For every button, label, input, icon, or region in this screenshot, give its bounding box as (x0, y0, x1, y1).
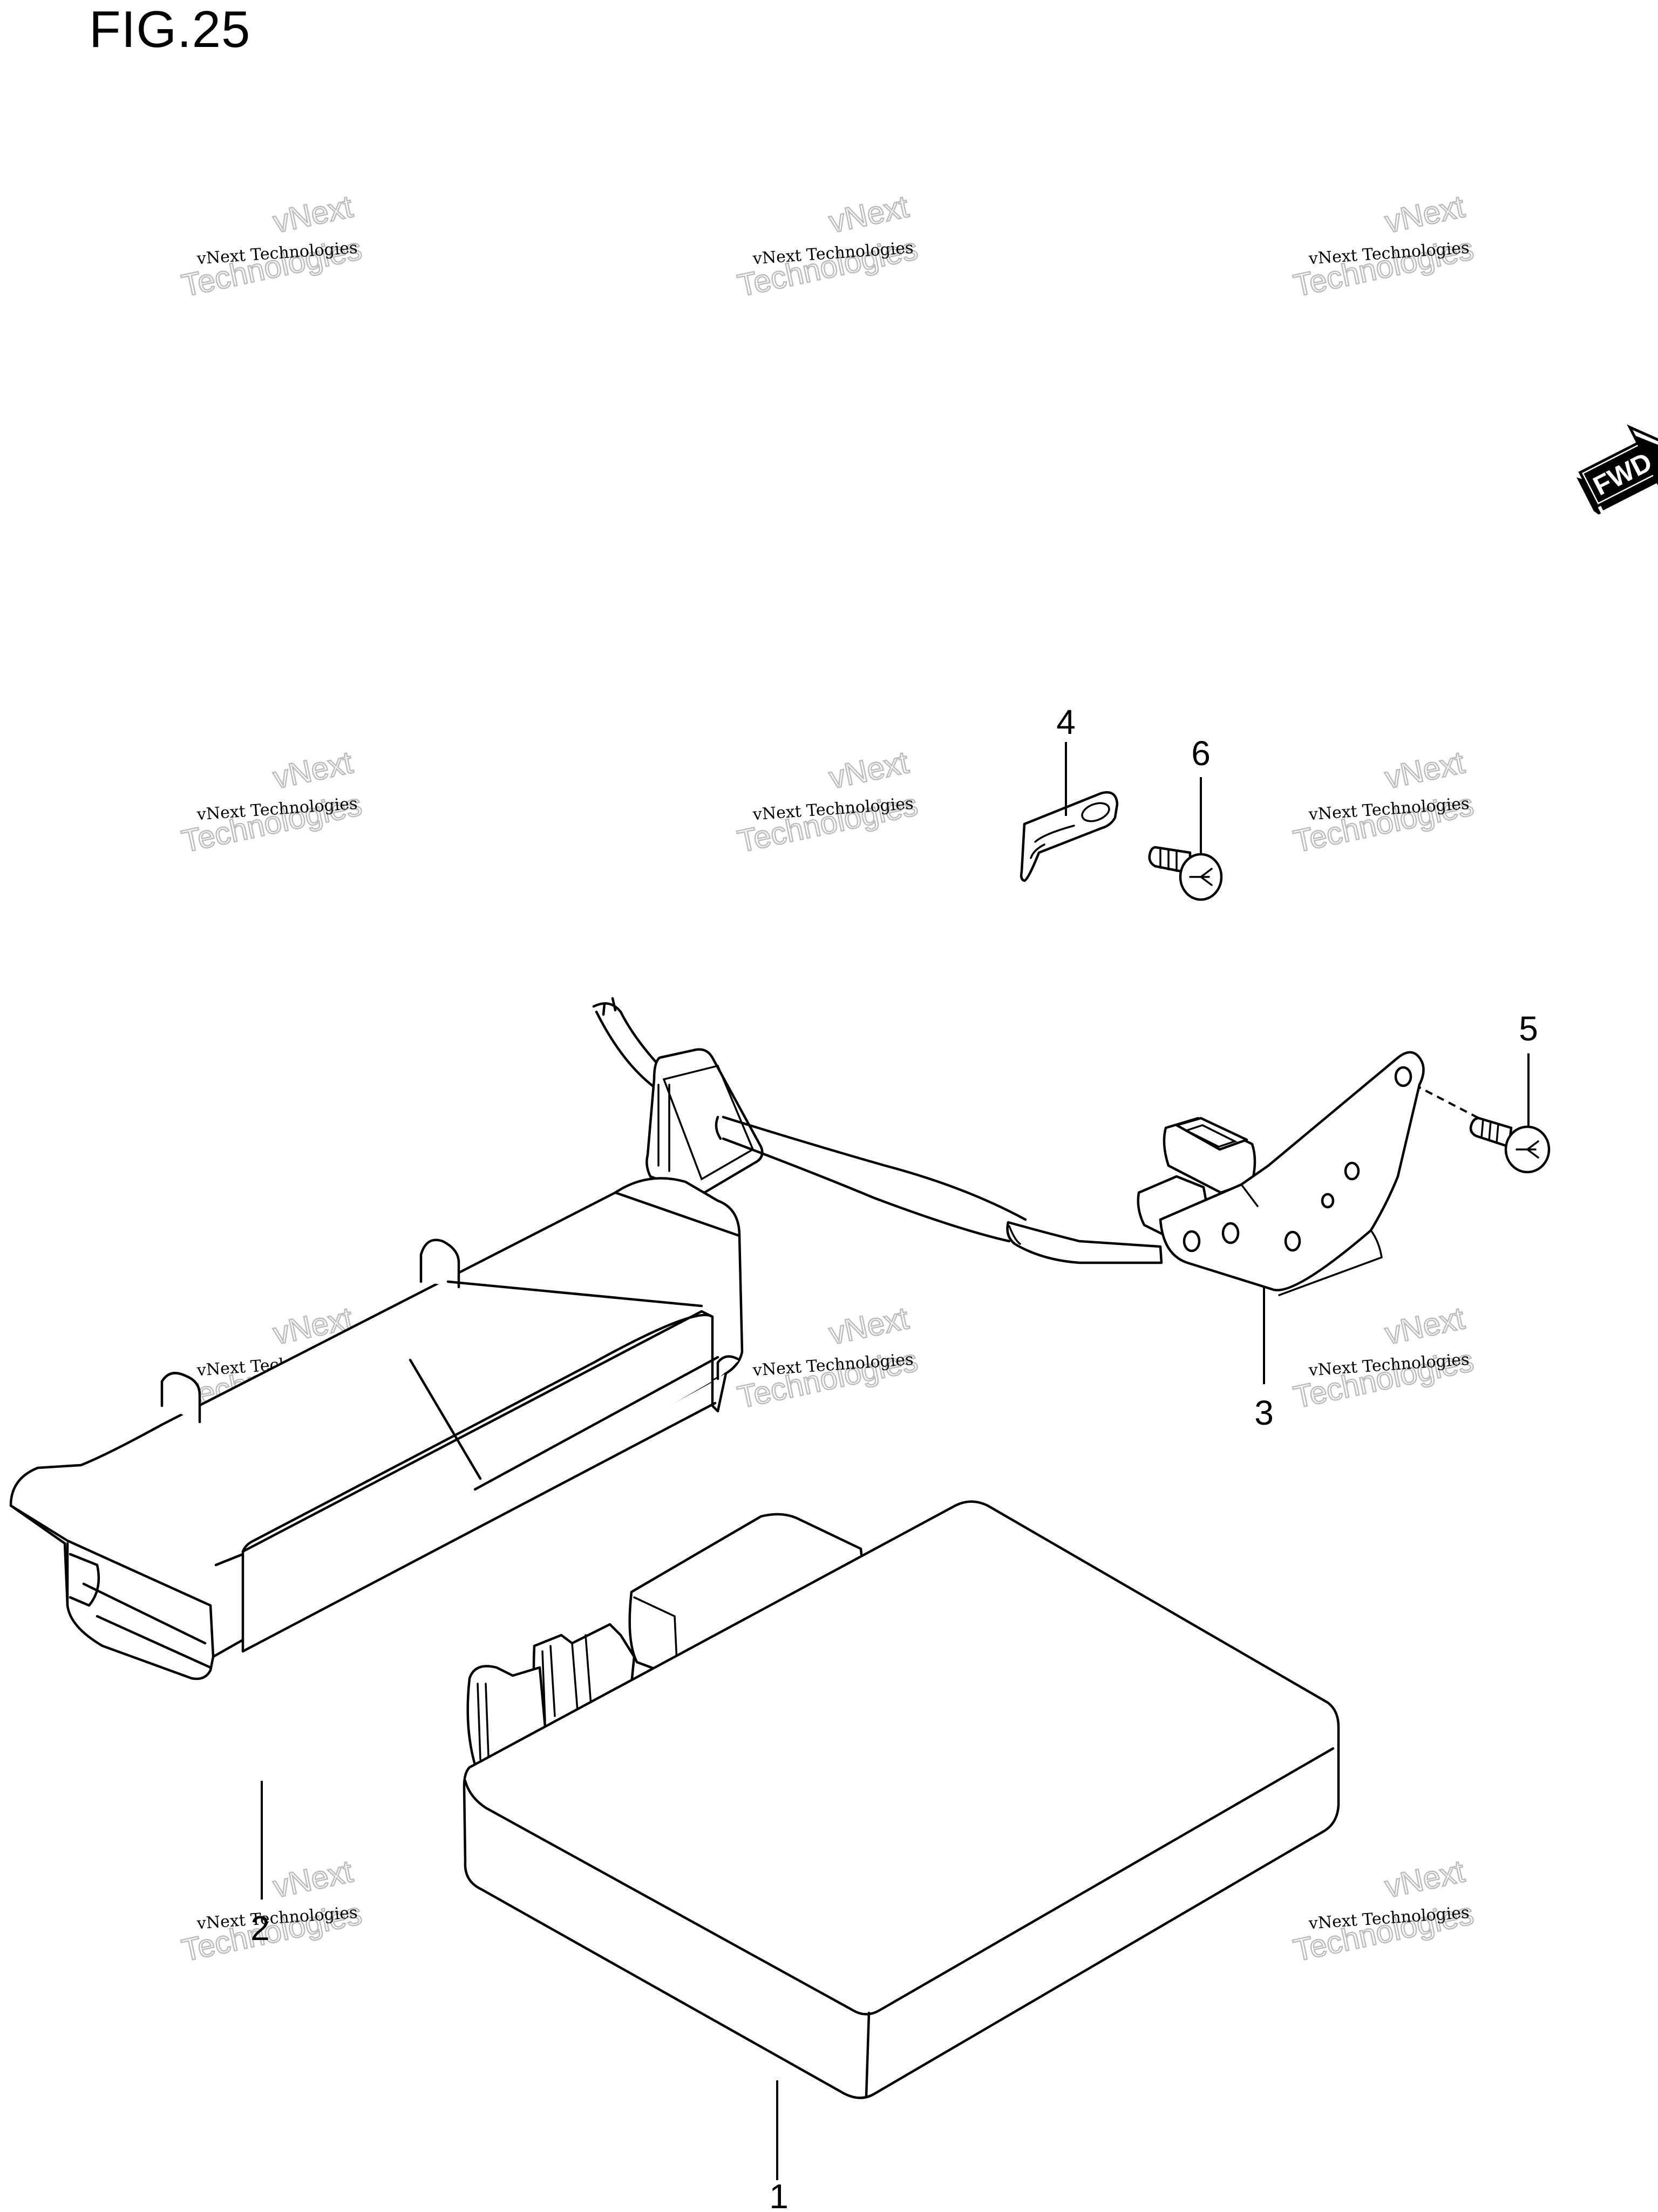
watermark-word-top: vNext (270, 189, 356, 240)
part-4-clamp-plate (1020, 791, 1119, 882)
callout-2: 2 (250, 1909, 270, 1948)
figure-title: FIG.25 (89, 1, 251, 58)
watermark-word-top: vNext (1382, 1301, 1467, 1351)
watermark-word-top: vNext (1382, 189, 1467, 240)
part-6-screw (1148, 846, 1223, 901)
callout-6: 6 (1191, 734, 1211, 773)
callout-4: 4 (1056, 703, 1076, 741)
watermark-word-top: vNext (1382, 745, 1467, 795)
fwd-arrow-icon: FWD (1577, 424, 1658, 515)
callout-5: 5 (1519, 1009, 1538, 1048)
leader-lines (261, 742, 1530, 2180)
watermark-word-top: vNext (270, 745, 356, 795)
part-1-ecu (463, 1500, 1340, 2099)
watermark-word-top: vNext (826, 745, 912, 795)
watermark-word-top: vNext (826, 1301, 912, 1351)
part-2-ecu-cover (9, 1177, 744, 1680)
watermark-word-top: vNext (270, 1854, 356, 1904)
watermark-word-top: vNext (1382, 1854, 1467, 1904)
watermark-word-top: vNext (826, 189, 912, 240)
callout-1: 1 (769, 2177, 789, 2212)
callout-3: 3 (1254, 1393, 1274, 1432)
callout-numbers: 4 6 5 3 2 1 (250, 703, 1538, 2212)
